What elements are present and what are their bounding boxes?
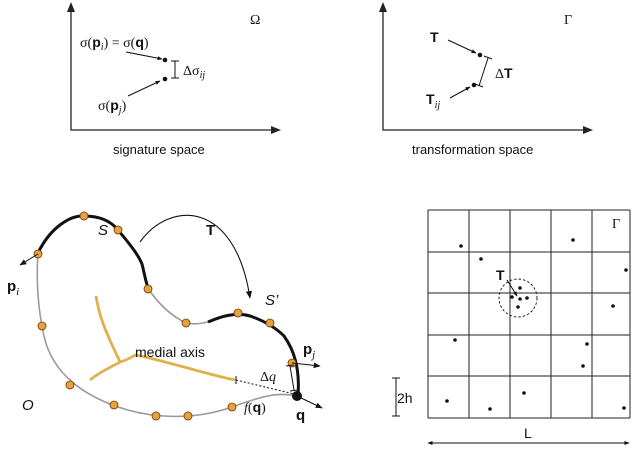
T-label: T	[430, 29, 439, 45]
sigma-top-arrow	[125, 51, 163, 61]
delta-sigma-label: Δσij	[183, 64, 205, 81]
transformation-x-arrow	[583, 126, 593, 134]
grid-lines	[427, 209, 631, 419]
transformation-y-arrow	[379, 2, 387, 12]
signature-point-bottom	[162, 76, 168, 82]
pj-label: pj	[303, 341, 315, 361]
grid-point	[479, 257, 483, 261]
sample-point	[227, 402, 237, 412]
transform-arc-arrow	[139, 214, 252, 299]
transformation-point-top	[477, 52, 483, 58]
grid-gamma-symbol: Γ	[612, 217, 620, 232]
dimension-2h	[392, 377, 400, 417]
grid-point	[516, 305, 520, 309]
grid-panel: Γ T 2h	[392, 209, 631, 445]
signature-axes	[70, 6, 277, 131]
label-2h: 2h	[397, 390, 413, 406]
grid-point	[581, 364, 585, 368]
sigma-pi-equals-sigma-q-label: σ(pi) = σ(q)	[80, 34, 149, 53]
sample-point	[79, 211, 89, 221]
grid-points	[445, 238, 628, 411]
signature-space-panel: Ω σ(pi) = σ(q) σ(pj) Δσij signature spac…	[67, 2, 281, 157]
normal-pj-arrow	[291, 362, 321, 369]
sample-point	[65, 380, 75, 390]
O-label: O	[22, 397, 34, 414]
signature-y-arrow	[67, 2, 75, 12]
sigma-bottom-arrow	[127, 80, 161, 97]
delta-T-marker	[474, 55, 493, 88]
normal-q-arrow	[296, 395, 323, 409]
medial-axis-label: medial axis	[135, 344, 205, 360]
grid-point	[510, 295, 514, 299]
normal-pi-arrow	[19, 253, 39, 266]
gamma-symbol: Γ	[564, 13, 572, 28]
medial-axis-branch	[94, 295, 122, 363]
S-prime-label: S’	[265, 292, 279, 309]
transformation-space-caption: transformation space	[412, 142, 533, 157]
search-neighborhood-circle	[498, 278, 538, 318]
sample-point	[37, 321, 47, 331]
pi-label: pi	[7, 278, 19, 298]
delta-T-label: ΔT	[495, 65, 513, 82]
signature-space-caption: signature space	[113, 142, 205, 157]
sample-point	[109, 400, 119, 410]
sample-point	[151, 411, 161, 421]
grid-T-arrow	[506, 279, 518, 297]
grid-point	[522, 391, 526, 395]
transformation-space-panel: Γ T Tij ΔT transformation space	[379, 2, 593, 157]
S-label: S	[98, 222, 108, 239]
shape-segment-S	[36, 214, 151, 291]
grid-point	[459, 244, 463, 248]
grid-point	[453, 338, 457, 342]
transformation-axes	[382, 6, 589, 131]
sample-point	[183, 411, 193, 421]
fq-label: f(q)	[244, 399, 266, 416]
grid-point	[622, 406, 626, 410]
grid-point	[525, 296, 529, 300]
grid-point	[518, 286, 522, 290]
T-transform-label: T	[206, 222, 215, 239]
label-L: L	[524, 425, 532, 441]
grid-T-label: T	[496, 267, 505, 283]
signature-x-arrow	[271, 126, 281, 134]
q-label: q	[296, 407, 305, 424]
delta-sigma-marker	[171, 60, 179, 79]
fq-distance-line	[235, 379, 295, 395]
Tij-label: Tij	[426, 91, 440, 111]
grid-point	[445, 399, 449, 403]
grid-point	[571, 238, 575, 242]
sample-point	[143, 284, 153, 294]
shape-outline-thin	[36, 252, 297, 418]
grid-point	[518, 297, 522, 301]
grid-point	[624, 268, 628, 272]
delta-q-marker	[285, 364, 299, 392]
grid-point	[585, 342, 589, 346]
grid-point	[488, 407, 492, 411]
medial-axis-curve	[89, 353, 236, 382]
transformation-point-bottom	[471, 82, 477, 88]
shape-sample-points	[33, 211, 297, 421]
grid-point	[611, 304, 615, 308]
Tij-arrow	[449, 86, 471, 99]
shape-inner-thin	[148, 289, 209, 325]
shape-panel: S S’ T O pi pj q medial axis Δq f(q)	[7, 211, 323, 424]
omega-symbol: Ω	[250, 13, 260, 28]
sample-point	[265, 318, 275, 328]
signature-point-top	[162, 57, 168, 63]
sample-point	[181, 318, 191, 328]
T-arrow	[447, 39, 477, 54]
sample-point	[233, 308, 243, 318]
delta-q-label: Δq	[260, 370, 276, 385]
sigma-pj-label: σ(pj)	[98, 97, 127, 116]
sample-point	[113, 225, 123, 235]
